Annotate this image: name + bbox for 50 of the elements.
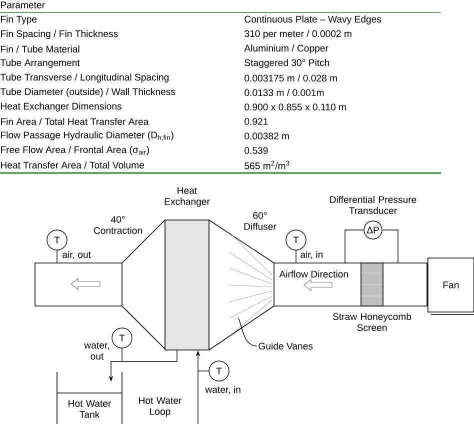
table-cell: 0.003175 m / 0.028 m	[244, 74, 337, 82]
table-cell: Tube Diameter (outside) / Wall Thickness	[0, 88, 176, 97]
fan-box: Fan	[428, 258, 474, 315]
table-cell: 0.900 x 0.855 x 0.110 m	[244, 104, 346, 110]
part-label: 60° Diffuser	[244, 212, 276, 230]
table-cell: 0.00382 m	[244, 132, 289, 140]
table-cell: Fin Type	[0, 16, 37, 24]
temperature-sensor: T	[208, 360, 230, 382]
sensor-label: air, in	[300, 250, 323, 260]
leader-line	[238, 318, 258, 346]
table-header: Parameter	[0, 2, 45, 8]
table-cell: 0.921	[244, 118, 268, 125]
temperature-sensor: T	[286, 230, 306, 250]
temperature-sensor: T	[46, 230, 68, 250]
node-label: Heat Exchanger	[164, 187, 210, 207]
sensor-label: water, in	[205, 386, 240, 394]
table-cell: Tube Transverse / Longitudinal Spacing	[0, 74, 169, 82]
part-label: Hot Water Loop	[139, 397, 182, 417]
outlet-duct	[34, 262, 122, 306]
guide-vanes-drawing	[228, 234, 272, 334]
table-cell: Continuous Plate – Wavy Edges	[244, 16, 382, 24]
table-cell: 310 per meter / 0.0002 m	[244, 30, 352, 39]
table-cell: Heat Transfer Area / Total Volume	[0, 162, 144, 169]
heat-exchanger: Heat Exchanger	[164, 187, 210, 350]
transducer-label: Differential Pressure Transducer	[330, 196, 416, 214]
sensor-label: air, out	[62, 250, 91, 260]
sensor-label: water, out	[84, 342, 109, 360]
table-cell: Fin Spacing / Fin Thickness	[0, 30, 118, 39]
table-cell: Staggered 30° Pitch	[244, 59, 330, 68]
table-cell: Heat Exchanger Dimensions	[0, 102, 122, 112]
pressure-tap-line	[344, 230, 364, 263]
table-cell: 0.539	[244, 147, 268, 154]
leader-label: Guide Vanes	[258, 342, 313, 350]
table-cell: 0.0133 m / 0.001m	[244, 89, 324, 96]
pressure-tap-line	[382, 230, 398, 263]
inlet-duct: Airflow Direction	[274, 262, 428, 306]
part-label: 40° Contraction	[94, 216, 142, 234]
table-cell: Tube Arrangement	[0, 59, 80, 68]
table-cell: 565 m$^{2}$/m$^{3}$	[244, 160, 290, 170]
pipe-stem	[198, 370, 209, 372]
screen-label: Straw Honeycomb Screen	[332, 313, 412, 332]
pipe-stem	[56, 250, 58, 263]
water-tank: Hot Water Tank	[56, 372, 122, 424]
table-cell: Aluminium / Copper	[244, 44, 328, 54]
table-cell: Free Flow Area / Frontal Area (σ$_{air}$)	[0, 146, 149, 155]
table-cell: Fin Area / Total Heat Transfer Area	[0, 118, 149, 126]
temperature-sensor: T	[112, 328, 132, 348]
table-cell: Fin / Tube Material	[0, 46, 80, 53]
table-cell: Flow Passage Hydraulic Diameter (D$_{h,fin}$)	[0, 131, 174, 141]
pressure-transducer: ΔP	[364, 220, 382, 240]
